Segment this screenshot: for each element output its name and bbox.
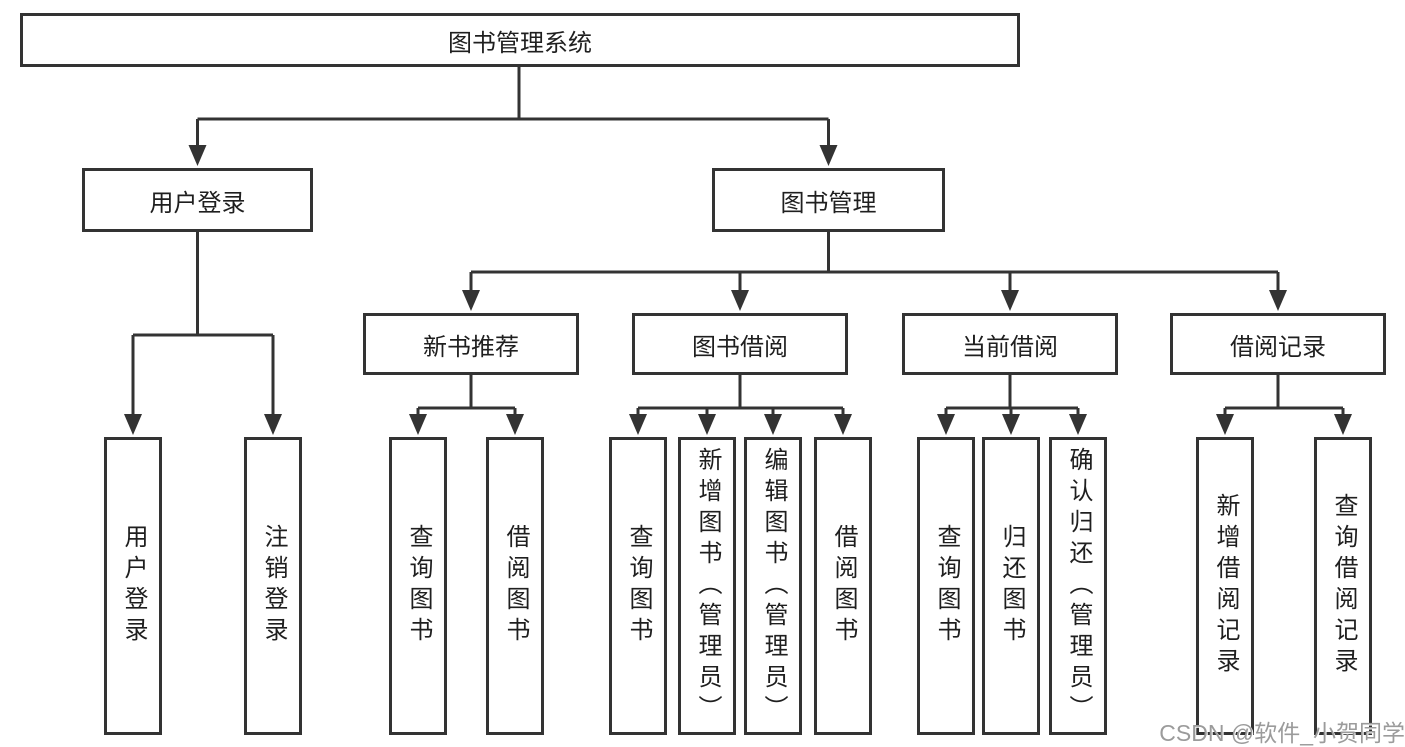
- arrow-down-icon: [1216, 414, 1234, 435]
- leaf-query-borrow-record-label: 查询借阅记录: [1330, 493, 1357, 679]
- leaf-borrow-books-2: 借阅图书: [814, 437, 872, 735]
- node-new-book-recommend-label: 新书推荐: [423, 333, 519, 361]
- arrow-down-icon: [1334, 414, 1352, 435]
- arrowheads-group: [124, 145, 1352, 435]
- node-current-borrow-label: 当前借阅: [962, 333, 1058, 361]
- leaf-return-books: 归还图书: [982, 437, 1040, 735]
- connector-lines: [131, 67, 1345, 417]
- node-user-login-label: 用户登录: [149, 189, 246, 217]
- leaf-confirm-return-admin-label: 确认归还（管理员）: [1065, 446, 1092, 726]
- leaf-edit-book-admin: 编辑图书（管理员）: [744, 437, 802, 735]
- leaf-query-books-1: 查询图书: [389, 437, 447, 735]
- leaf-user-login-label: 用户登录: [120, 524, 147, 648]
- node-root: 图书管理系统: [20, 13, 1020, 67]
- arrow-down-icon: [409, 414, 427, 435]
- leaf-return-books-label: 归还图书: [998, 524, 1025, 648]
- leaf-query-books-2-label: 查询图书: [625, 524, 652, 648]
- arrow-down-icon: [1001, 290, 1019, 311]
- node-borrow-records-label: 借阅记录: [1230, 333, 1326, 361]
- node-book-borrow: 图书借阅: [632, 313, 848, 375]
- leaf-borrow-books-2-label: 借阅图书: [830, 524, 857, 648]
- leaf-query-borrow-record: 查询借阅记录: [1314, 437, 1372, 735]
- arrow-down-icon: [462, 290, 480, 311]
- arrow-down-icon: [698, 414, 716, 435]
- arrow-down-icon: [506, 414, 524, 435]
- arrow-down-icon: [1002, 414, 1020, 435]
- leaf-query-books-3-label: 查询图书: [933, 524, 960, 648]
- leaf-edit-book-admin-label: 编辑图书（管理员）: [760, 446, 787, 726]
- node-root-label: 图书管理系统: [448, 29, 592, 57]
- leaf-logout: 注销登录: [244, 437, 302, 735]
- arrow-down-icon: [1069, 414, 1087, 435]
- arrow-down-icon: [629, 414, 647, 435]
- leaf-borrow-books-1: 借阅图书: [486, 437, 544, 735]
- arrow-down-icon: [937, 414, 955, 435]
- node-current-borrow: 当前借阅: [902, 313, 1118, 375]
- leaf-add-book-admin: 新增图书（管理员）: [678, 437, 736, 735]
- leaf-add-borrow-record-label: 新增借阅记录: [1212, 493, 1239, 679]
- leaf-logout-label: 注销登录: [260, 524, 287, 648]
- node-user-login: 用户登录: [82, 168, 313, 232]
- node-new-book-recommend: 新书推荐: [363, 313, 579, 375]
- node-borrow-records: 借阅记录: [1170, 313, 1386, 375]
- leaf-confirm-return-admin: 确认归还（管理员）: [1049, 437, 1107, 735]
- leaf-query-books-3: 查询图书: [917, 437, 975, 735]
- leaf-query-books-1-label: 查询图书: [405, 524, 432, 648]
- arrow-down-icon: [264, 414, 282, 435]
- leaf-add-borrow-record: 新增借阅记录: [1196, 437, 1254, 735]
- arrow-down-icon: [819, 145, 838, 166]
- leaf-user-login: 用户登录: [104, 437, 162, 735]
- connector-lines-group: [131, 67, 1345, 417]
- leaf-add-book-admin-label: 新增图书（管理员）: [694, 446, 721, 726]
- arrow-down-icon: [124, 414, 142, 435]
- leaf-borrow-books-1-label: 借阅图书: [502, 524, 529, 648]
- arrow-down-icon: [1269, 290, 1287, 311]
- arrow-down-icon: [764, 414, 782, 435]
- node-book-management: 图书管理: [712, 168, 945, 232]
- arrow-down-icon: [834, 414, 852, 435]
- node-book-borrow-label: 图书借阅: [692, 333, 788, 361]
- arrow-down-icon: [731, 290, 749, 311]
- leaf-query-books-2: 查询图书: [609, 437, 667, 735]
- arrow-down-icon: [188, 145, 207, 166]
- node-book-management-label: 图书管理: [780, 189, 877, 217]
- watermark: CSDN @软件_小贺同学: [1159, 720, 1405, 746]
